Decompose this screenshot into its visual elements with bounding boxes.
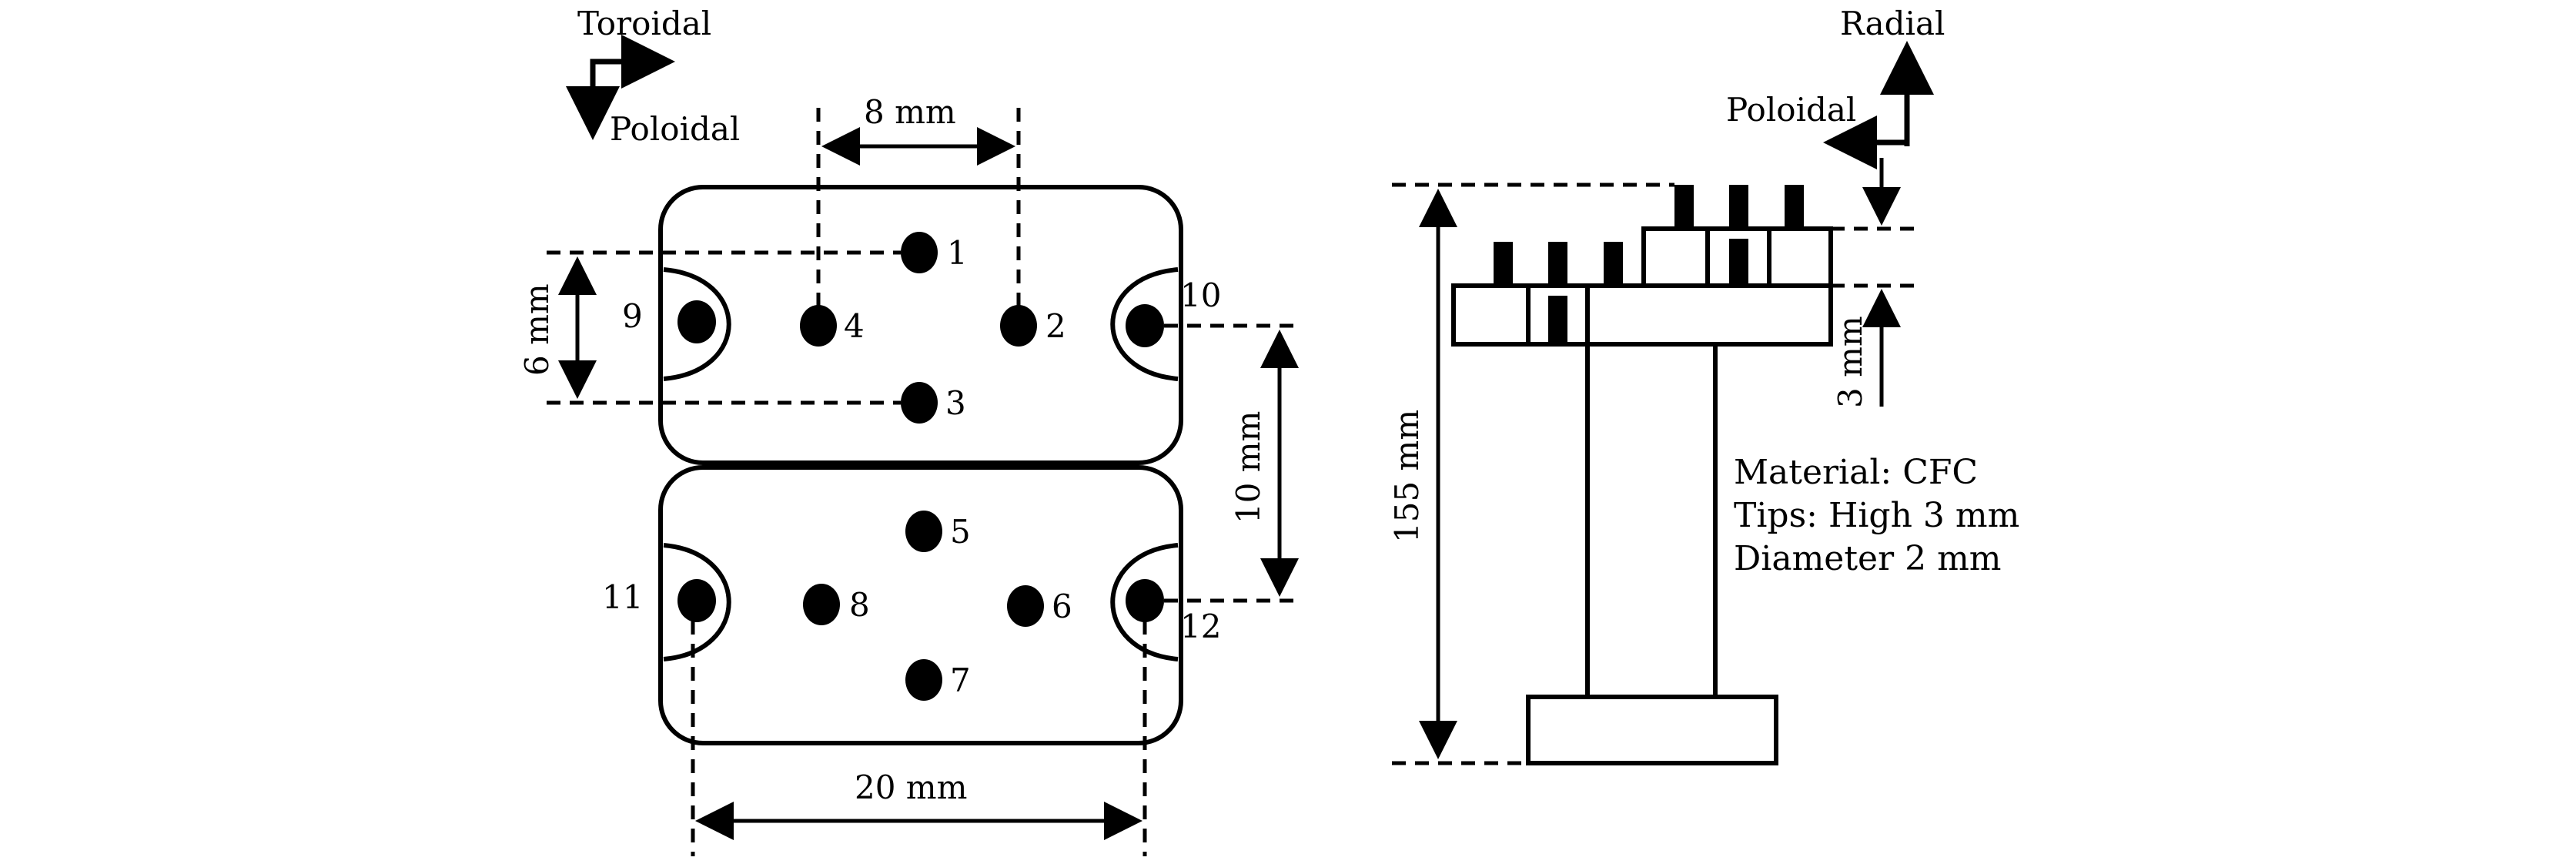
dim-10mm: 10 mm: [1229, 411, 1267, 524]
pin-10-dot: [1126, 304, 1164, 347]
pin-4-dot: [800, 305, 837, 347]
material-note: Material: CFC: [1734, 453, 1978, 492]
pin-4-label: 4: [844, 307, 865, 345]
pin-2-dot: [1000, 305, 1037, 347]
probe-head-lower: [658, 465, 1183, 745]
tip: [1494, 242, 1513, 286]
pin-5-dot: [905, 511, 942, 552]
tip: [1729, 185, 1748, 229]
pin-7-dot: [905, 659, 942, 701]
pin-8-label: 8: [849, 586, 870, 624]
dim-6mm: 6 mm: [518, 283, 556, 376]
dim-8mm: 8 mm: [864, 93, 956, 131]
dimension-arrows-front: [558, 127, 1299, 840]
tip: [1548, 296, 1567, 344]
probe-head-upper: [658, 185, 1183, 465]
radial-label: Radial: [1840, 5, 1945, 42]
tips-note: Tips: High 3 mm: [1734, 496, 2019, 535]
dim-3mm: 3 mm: [1832, 316, 1869, 408]
tip: [1785, 185, 1804, 229]
pin-1-label: 1: [947, 234, 968, 272]
pin-1-dot: [901, 232, 938, 273]
pin-9-dot: [677, 300, 716, 343]
dim-155mm: 155 mm: [1388, 410, 1426, 543]
tip: [1674, 185, 1694, 229]
pin-9-label: 9: [622, 297, 643, 335]
dimension-guides-front: [547, 108, 1301, 856]
pin-6-label: 6: [1052, 588, 1072, 625]
dimension-arrows-side: [1419, 158, 1901, 759]
pin-5-label: 5: [950, 513, 971, 551]
dim-20mm: 20 mm: [855, 769, 967, 806]
poloidal-label-side: Poloidal: [1726, 91, 1856, 129]
pin-11-dot: [677, 579, 716, 622]
toroidal-label: Toroidal: [577, 5, 711, 42]
probe-tips-side: [1494, 185, 1804, 344]
pin-3-label: 3: [945, 384, 966, 422]
pin-2-label: 2: [1045, 307, 1066, 345]
poloidal-label-front: Poloidal: [610, 110, 740, 148]
orientation-arrows-front: [566, 35, 675, 140]
diameter-note: Diameter 2 mm: [1734, 539, 2002, 578]
pin-10-label: 10: [1180, 276, 1221, 314]
pin-12-label: 12: [1180, 608, 1221, 645]
orientation-arrows-side: [1823, 41, 1934, 169]
pin-8-dot: [803, 584, 840, 625]
pin-11-label: 11: [602, 578, 643, 616]
pin-12-dot: [1126, 579, 1164, 622]
pin-6-dot: [1007, 585, 1044, 627]
tip: [1548, 242, 1567, 286]
pin-7-label: 7: [950, 661, 971, 699]
pin-3-dot: [901, 382, 938, 424]
tip: [1604, 242, 1623, 286]
dimension-guides-side: [1392, 183, 1917, 765]
tip: [1729, 239, 1748, 286]
